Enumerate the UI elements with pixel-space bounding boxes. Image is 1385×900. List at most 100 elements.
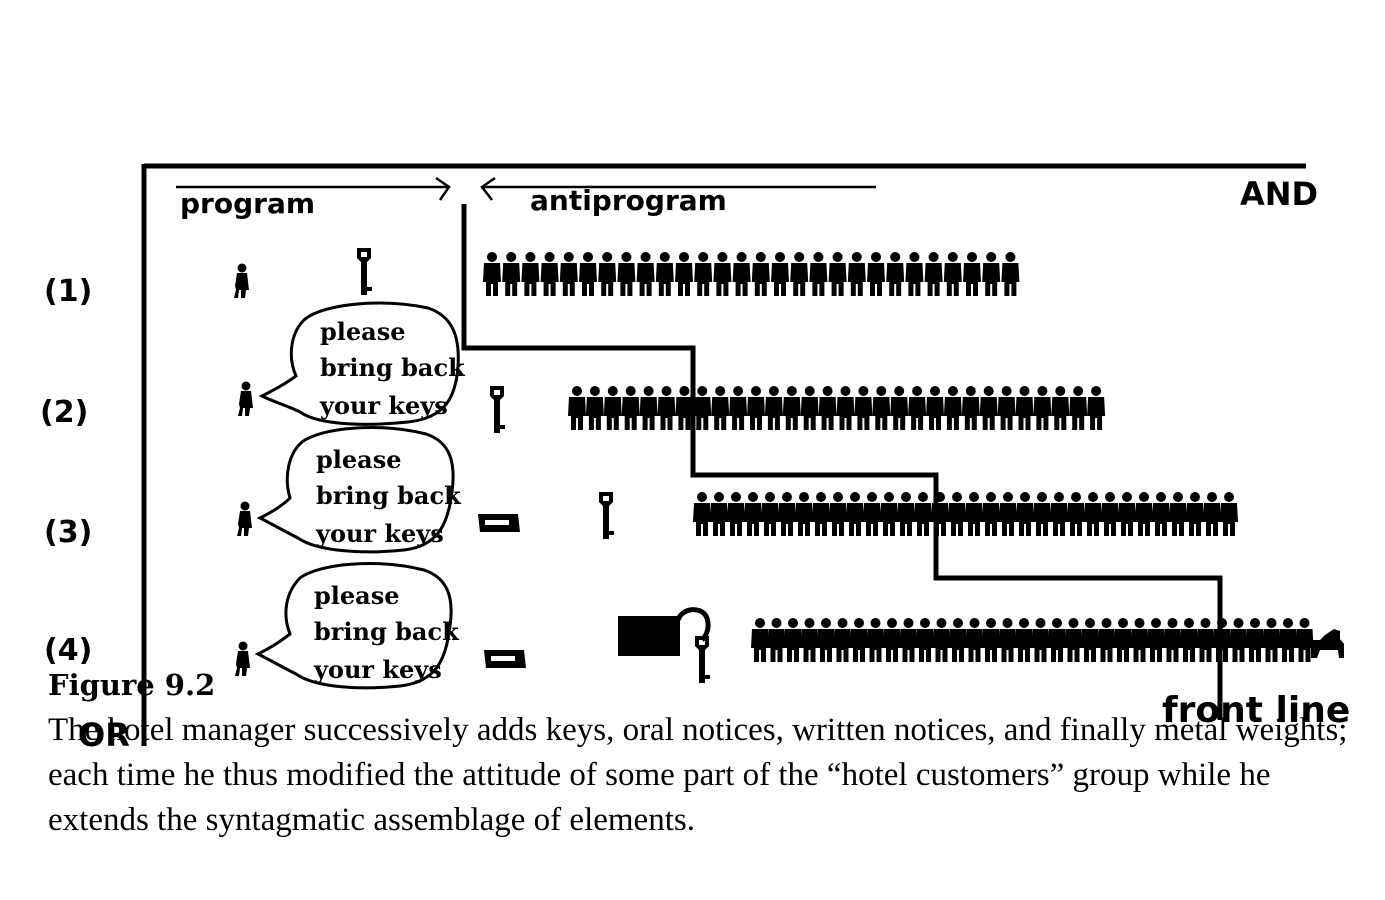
customer-icon xyxy=(982,618,1000,662)
customer-icon xyxy=(655,252,674,296)
customer-icon xyxy=(727,492,745,536)
manager-icon xyxy=(237,501,252,536)
bubble-line-1: please xyxy=(320,317,406,346)
customer-icon xyxy=(784,618,802,662)
key-icon xyxy=(599,492,614,539)
customer-icon xyxy=(751,252,770,296)
bubble-line-1: please xyxy=(316,445,402,474)
customer-icon xyxy=(1186,492,1204,536)
customer-icon xyxy=(998,618,1017,662)
customer-icon xyxy=(782,386,801,430)
speech-bubble xyxy=(256,426,455,554)
and-label: AND xyxy=(1240,175,1318,213)
antiprogram-arrow xyxy=(480,176,876,201)
customer-icon xyxy=(1084,492,1102,536)
customer-icon xyxy=(963,252,981,296)
customer-icon xyxy=(997,386,1016,430)
program-arrow xyxy=(176,176,451,201)
bubble-line-3: your keys xyxy=(313,655,442,684)
written-notice-icon xyxy=(478,514,520,532)
customer-icon xyxy=(639,386,658,430)
customer-icon xyxy=(828,252,847,296)
customers-crowd-row-4 xyxy=(751,618,1314,662)
bubble-line-2: bring back xyxy=(314,617,460,646)
customer-icon xyxy=(999,492,1017,536)
customer-icon xyxy=(675,252,693,296)
customer-icon xyxy=(818,386,837,430)
row-label-2: (2) xyxy=(40,395,88,430)
customer-icon xyxy=(924,252,943,296)
dog-icon xyxy=(1308,629,1344,658)
customer-icon xyxy=(713,252,732,296)
customers-crowd-row-1 xyxy=(483,252,1020,296)
customer-icon xyxy=(621,386,640,430)
customer-icon xyxy=(502,252,521,296)
row-label-1: (1) xyxy=(44,274,92,309)
customer-icon xyxy=(1163,618,1182,662)
customer-icon xyxy=(866,618,885,662)
customer-icon xyxy=(1180,618,1198,662)
bubble-line-3: your keys xyxy=(319,391,448,420)
customer-icon xyxy=(880,492,898,536)
customer-icon xyxy=(1279,618,1297,662)
bubble-line-2: bring back xyxy=(320,353,466,382)
customer-icon xyxy=(943,252,962,296)
customer-icon xyxy=(916,618,934,662)
customer-icon xyxy=(1064,618,1083,662)
figure-caption: Figure 9.2 The hotel manager successivel… xyxy=(48,668,1358,843)
customer-icon xyxy=(836,386,855,430)
key-icon xyxy=(490,386,505,433)
customer-icon xyxy=(1114,618,1132,662)
customer-icon xyxy=(867,252,885,296)
key-icon xyxy=(357,248,372,295)
customer-icon xyxy=(961,386,980,430)
bubble-line-1: please xyxy=(314,581,400,610)
customer-icon xyxy=(795,492,813,536)
metal-weight-key-icon xyxy=(618,607,711,683)
or-label: OR xyxy=(78,716,130,754)
customer-icon xyxy=(711,386,730,430)
customer-icon xyxy=(1203,492,1221,536)
customer-icon xyxy=(908,386,927,430)
customer-icon xyxy=(1067,492,1085,536)
customer-icon xyxy=(1147,618,1165,662)
customer-icon xyxy=(1001,252,1020,296)
customer-icon xyxy=(846,492,864,536)
customer-icon xyxy=(1050,492,1068,536)
customer-icon xyxy=(751,618,769,662)
customer-icon xyxy=(521,252,540,296)
customer-icon xyxy=(905,252,924,296)
customer-icon xyxy=(790,252,809,296)
customer-icon xyxy=(899,618,918,662)
customer-icon xyxy=(982,492,1000,536)
written-notice-icon xyxy=(484,650,526,668)
customer-icon xyxy=(1152,492,1170,536)
row-label-4: (4) xyxy=(44,633,92,668)
customer-icon xyxy=(926,386,944,430)
customer-icon xyxy=(863,492,881,536)
customer-icon xyxy=(1196,618,1215,662)
customer-icon xyxy=(949,618,967,662)
customer-icon xyxy=(579,252,597,296)
customer-icon xyxy=(1262,618,1281,662)
customer-icon xyxy=(657,386,676,430)
customer-icon xyxy=(829,492,847,536)
customer-icon xyxy=(1069,386,1088,430)
speech-bubble xyxy=(258,301,460,426)
customer-icon xyxy=(744,492,762,536)
customer-icon xyxy=(761,492,779,536)
customer-icon xyxy=(800,618,819,662)
customer-icon xyxy=(817,618,835,662)
customer-icon xyxy=(598,252,617,296)
customer-icon xyxy=(1051,386,1070,430)
front-line xyxy=(461,204,1223,720)
speech-bubble xyxy=(254,562,453,690)
customer-icon xyxy=(943,386,962,430)
customer-icon xyxy=(979,386,998,430)
customer-icon xyxy=(747,386,765,430)
customer-icon xyxy=(540,252,559,296)
customer-icon xyxy=(1031,618,1050,662)
customer-icon xyxy=(854,386,873,430)
customer-icon xyxy=(585,386,604,430)
